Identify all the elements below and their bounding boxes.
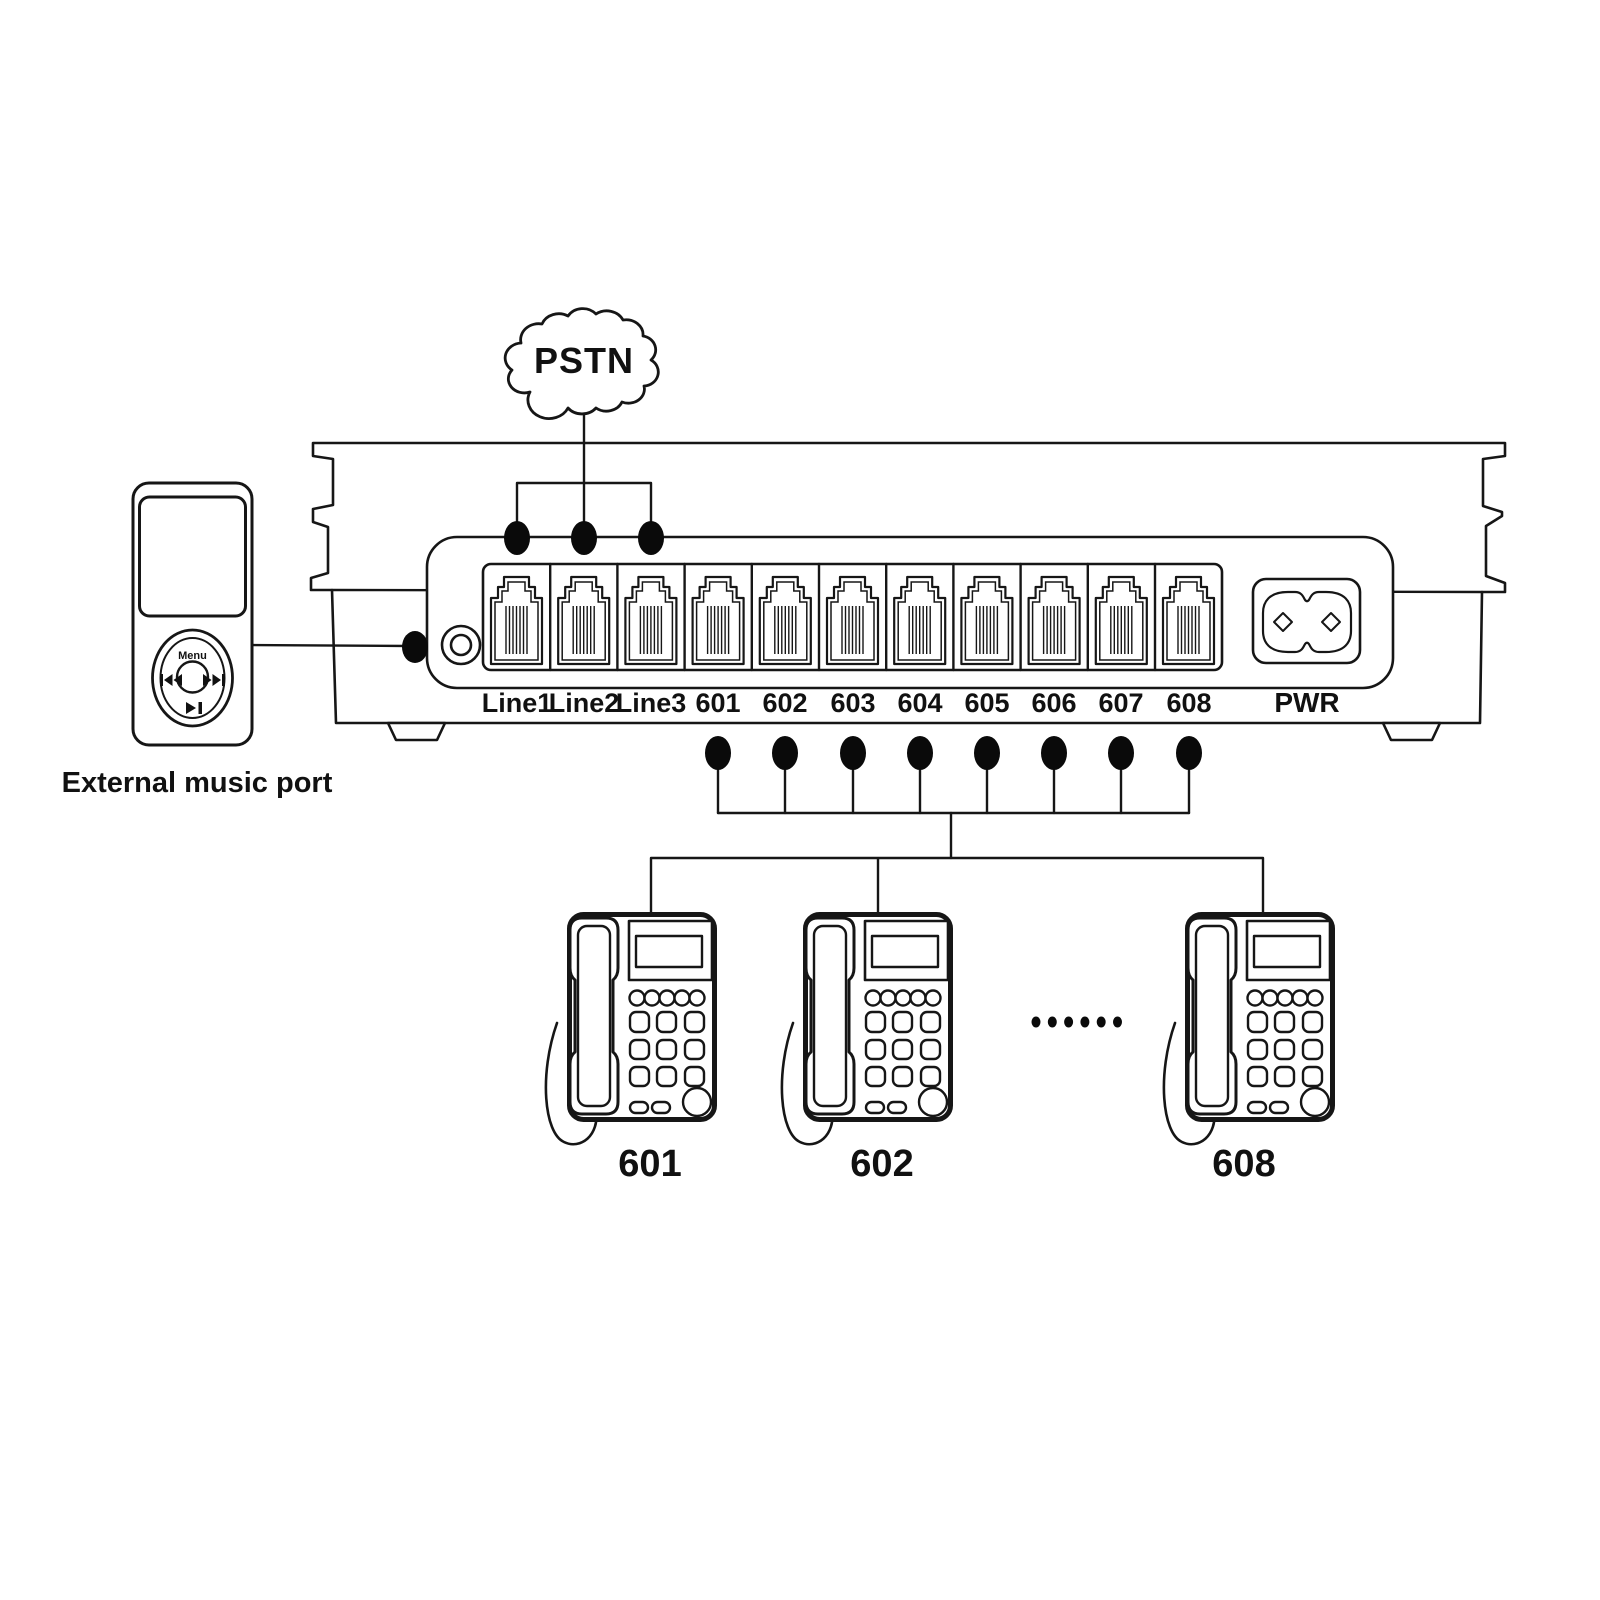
ext-601-plug-dot [705,736,731,770]
ext-604-plug-dot [907,736,933,770]
rj11-jack-line3 [624,575,678,666]
power-pin-right [1321,612,1341,632]
rj11-jack-601 [691,575,745,666]
music-jack-inner [449,633,473,657]
rj11-jack-line1 [489,575,544,666]
rj11-jack-line2 [557,575,611,666]
extension-phones: 601 602 608 [546,915,1333,1185]
power-label: PWR [1274,687,1339,718]
trunk-connector-dots [504,521,664,555]
power-inlet [1251,577,1362,665]
ellipsis-dots [1031,1016,1122,1028]
port-label-606: 606 [1031,688,1076,718]
rj11-jack-606 [1027,575,1081,666]
port-label-603: 603 [830,688,875,718]
line2-plug-dot [571,521,597,555]
rj11-jack-604 [893,575,947,666]
phone-601 [546,915,715,1145]
port-label-line2: Line2 [549,688,620,718]
power-pin-left [1273,612,1293,632]
ext-606-plug-dot [1041,736,1067,770]
extension-bus-wires [649,751,1265,914]
pstn-label: PSTN [534,340,634,381]
music-plug-dot [402,631,428,663]
pstn-cloud-group: PSTN [503,307,660,420]
pstn-cloud [503,307,660,420]
ext-605-plug-dot [974,736,1000,770]
rj11-jack-607 [1094,575,1148,666]
ext-608-plug-dot [1176,736,1202,770]
music-player: Menu External music port [62,481,428,799]
music-cable [250,643,412,648]
port-label-row: Line1 Line2 Line3 601 602 603 604 605 60… [482,687,1340,718]
port-label-604: 604 [897,688,942,718]
port-label-605: 605 [964,688,1009,718]
phone-602-label: 602 [850,1143,913,1185]
line3-plug-dot [638,521,664,555]
ext-607-plug-dot [1108,736,1134,770]
phone-602 [782,915,951,1145]
port-label-line3: Line3 [616,688,687,718]
previous-track-icon [160,674,182,686]
music-player-caption: External music port [62,767,333,799]
ext-603-plug-dot [840,736,866,770]
rj11-jack-602 [758,575,812,666]
port-label-608: 608 [1166,688,1211,718]
line1-plug-dot [504,521,530,555]
chassis-foot-right [1381,721,1442,742]
io-panel [425,535,1395,690]
rj11-jack-603 [825,575,880,666]
rj11-jack-605 [960,575,1014,666]
port-label-607: 607 [1098,688,1143,718]
play-pause-icon [186,702,202,714]
extension-connector-dots [705,736,1202,770]
chassis-foot-left [386,721,447,742]
rj11-port-block [481,562,1224,672]
port-label-line1: Line1 [482,688,553,718]
click-wheel: Menu [151,628,234,728]
phone-608-label: 608 [1212,1143,1275,1185]
menu-label: Menu [178,650,207,662]
phone-608 [1164,915,1333,1145]
port-label-602: 602 [762,688,807,718]
ext-602-plug-dot [772,736,798,770]
next-track-icon [203,674,225,686]
rj11-jack-608 [1161,575,1216,666]
port-label-601: 601 [695,688,740,718]
phone-601-label: 601 [618,1143,681,1185]
wheel-center-button [175,660,210,694]
music-player-screen [138,495,247,618]
